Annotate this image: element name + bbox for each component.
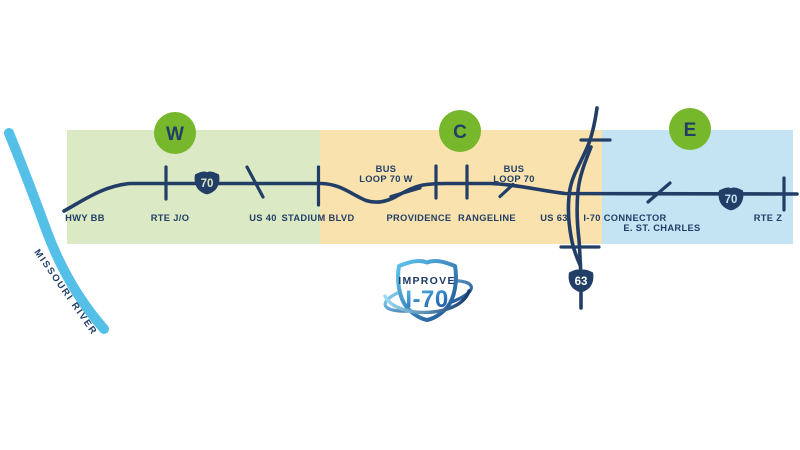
crossing-slash-i70-connector: [646, 181, 672, 204]
label-us-63: US 63: [540, 213, 568, 223]
label-bus-loop-70-line2: LOOP 70: [493, 174, 535, 184]
ramp-bus-loop-70: [498, 182, 515, 199]
label-rte-z: RTE Z: [754, 213, 783, 223]
us70-shield-east-number: 70: [725, 194, 738, 206]
label-e-st-charles: E. ST. CHARLES: [623, 223, 700, 233]
section-west-badge: W: [154, 112, 196, 154]
section-west-letter: W: [166, 124, 184, 145]
logo-i70-text: I-70: [405, 286, 448, 313]
label-bus-loop-70w-line2: LOOP 70 W: [359, 174, 413, 184]
missouri-river-label: MISSOURI RIVER: [32, 247, 100, 337]
section-central-letter: C: [453, 122, 467, 143]
section-east-letter: E: [684, 120, 697, 141]
missouri-river: [4, 128, 109, 334]
label-bus-loop-70-line1: BUS: [504, 164, 525, 174]
label-rte-jo: RTE J/O: [151, 213, 190, 223]
label-hwy-bb: HWY BB: [65, 213, 105, 223]
logo-improve-text: IMPROVE: [398, 275, 456, 287]
label-bus-loop-70w-line1: BUS: [376, 164, 397, 174]
improve-i70-logo: IMPROVE I-70: [383, 259, 473, 322]
logo-swoosh-front: [383, 289, 471, 315]
label-us-40: US 40: [249, 213, 277, 223]
us70-shield-west: 70: [194, 171, 220, 195]
crossing-slash-us-40: [245, 165, 265, 199]
us70-shield-west-number: 70: [201, 178, 214, 190]
label-stadium-blvd: STADIUM BLVD: [281, 213, 354, 223]
section-west-band: [67, 130, 320, 244]
us70-shield-east: 70: [718, 187, 744, 211]
section-central-badge: C: [439, 110, 481, 152]
section-east-badge: E: [669, 108, 711, 150]
us63-interchange: [559, 106, 612, 310]
us63-shield-number: 63: [575, 276, 588, 288]
label-i70-connector: I-70 CONNECTOR: [583, 213, 666, 223]
label-rangeline: RANGELINE: [458, 213, 516, 223]
label-providence: PROVIDENCE: [387, 213, 452, 223]
us63-shield: 63: [568, 269, 594, 293]
ramp-bus-loop-70w: [389, 186, 422, 199]
section-east-band: [602, 130, 793, 244]
